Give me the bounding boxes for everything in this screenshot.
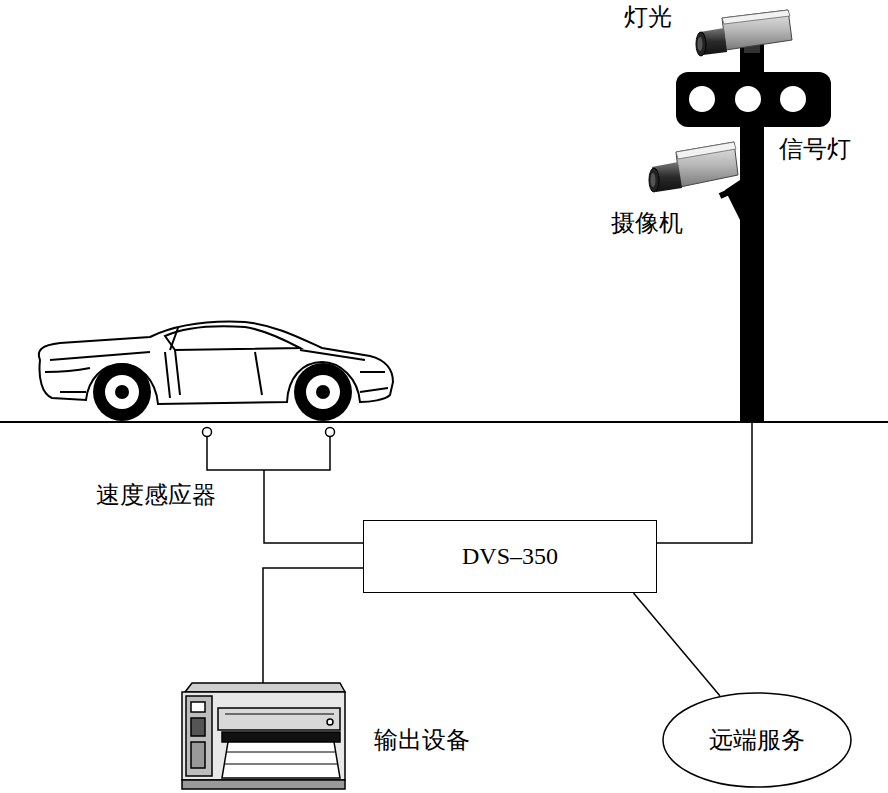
signal-pole xyxy=(676,35,831,423)
lamp-label: 灯光 xyxy=(624,4,672,30)
sensor-label: 速度感应器 xyxy=(96,482,216,508)
signal-label: 信号灯 xyxy=(779,136,851,162)
sensor-wire xyxy=(264,470,363,543)
remote-service-ellipse: 远端服务 xyxy=(662,692,852,788)
processor-box: DVS–350 xyxy=(363,520,657,593)
output-label: 输出设备 xyxy=(374,727,470,753)
speed-sensor xyxy=(203,428,335,471)
printer-illustration xyxy=(182,683,345,789)
node-text: 远端服务 xyxy=(709,724,805,756)
camera-label: 摄像机 xyxy=(611,210,683,236)
car-wheel xyxy=(93,363,352,421)
pole-wire xyxy=(657,422,752,543)
camera xyxy=(649,142,738,192)
node-text: DVS–350 xyxy=(462,543,558,570)
printer-wire xyxy=(263,568,363,683)
ellipse-shape xyxy=(663,693,851,787)
light-camera xyxy=(696,10,792,56)
connector-line xyxy=(633,593,719,696)
